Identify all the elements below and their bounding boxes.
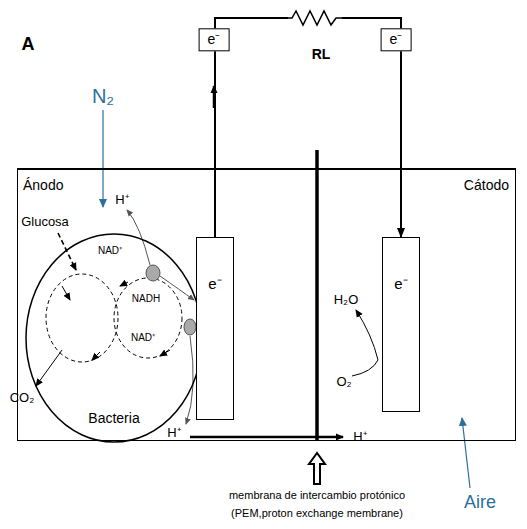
- cofactor-label: NAD⁺: [131, 332, 155, 343]
- resistor-label: RL: [312, 47, 331, 62]
- cycle-arrow: [92, 352, 100, 360]
- cycle-arrow: [120, 282, 128, 286]
- metabolic-cycle: [46, 274, 118, 362]
- membrane-pointer: [309, 453, 325, 484]
- gas-label: Aire: [464, 493, 496, 513]
- electron-label: e⁻: [394, 276, 407, 293]
- glucose-arrow: [58, 233, 76, 270]
- chamber-label: Cátodo: [464, 178, 509, 193]
- substrate-label: Glucosa: [21, 215, 69, 229]
- gas-arrow: [462, 418, 470, 488]
- electron-transfer: [160, 276, 194, 300]
- electron-label: e⁻: [208, 276, 221, 293]
- co2-arrow: [36, 350, 62, 386]
- product-label: H₂O: [334, 293, 359, 307]
- cofactor-label: NAD⁺: [98, 245, 122, 256]
- membrane: [315, 150, 319, 441]
- reactant-label: O₂: [336, 375, 351, 389]
- ion-label: H⁺: [353, 430, 366, 444]
- ion-label: H⁺: [167, 426, 180, 440]
- ion-label: H⁺: [115, 193, 128, 207]
- electron-label: e⁻: [199, 28, 230, 51]
- electron-label: e⁻: [381, 28, 412, 51]
- circuit-wire: [215, 18, 401, 237]
- product-label: CO₂: [10, 391, 35, 405]
- chamber-label: Ánodo: [23, 178, 63, 193]
- oxygen-reduction: [352, 310, 378, 376]
- membrane-label: (PEM,proton exchange membrane): [231, 507, 403, 519]
- panel-letter: A: [22, 35, 35, 55]
- proton-arrow: [190, 436, 343, 439]
- enzyme-dot: [184, 319, 196, 335]
- bacterium-cell: Bacteria: [23, 224, 207, 444]
- gas-arrow: [102, 110, 103, 207]
- cycle-arrow: [62, 286, 70, 300]
- enzyme-dot: [146, 265, 160, 281]
- cofactor-label: NADH: [132, 293, 160, 304]
- cathode-electrode: e⁻: [382, 237, 420, 412]
- nad-cycle: [114, 278, 182, 358]
- proton-release: [186, 336, 193, 424]
- cycle-arrow: [160, 350, 170, 356]
- membrane-label: membrana de intercambio protónico: [229, 489, 405, 501]
- resistor-symbol: [286, 11, 344, 25]
- wire-arrow: [213, 86, 216, 108]
- chamber-box: Ánodo CátodoBacteria e⁻ e⁻: [17, 168, 516, 441]
- anode-electrode: e⁻: [196, 237, 234, 420]
- gas-label: N₂: [92, 85, 114, 107]
- cell-membrane: [26, 234, 202, 442]
- cell-label: Bacteria: [88, 411, 139, 426]
